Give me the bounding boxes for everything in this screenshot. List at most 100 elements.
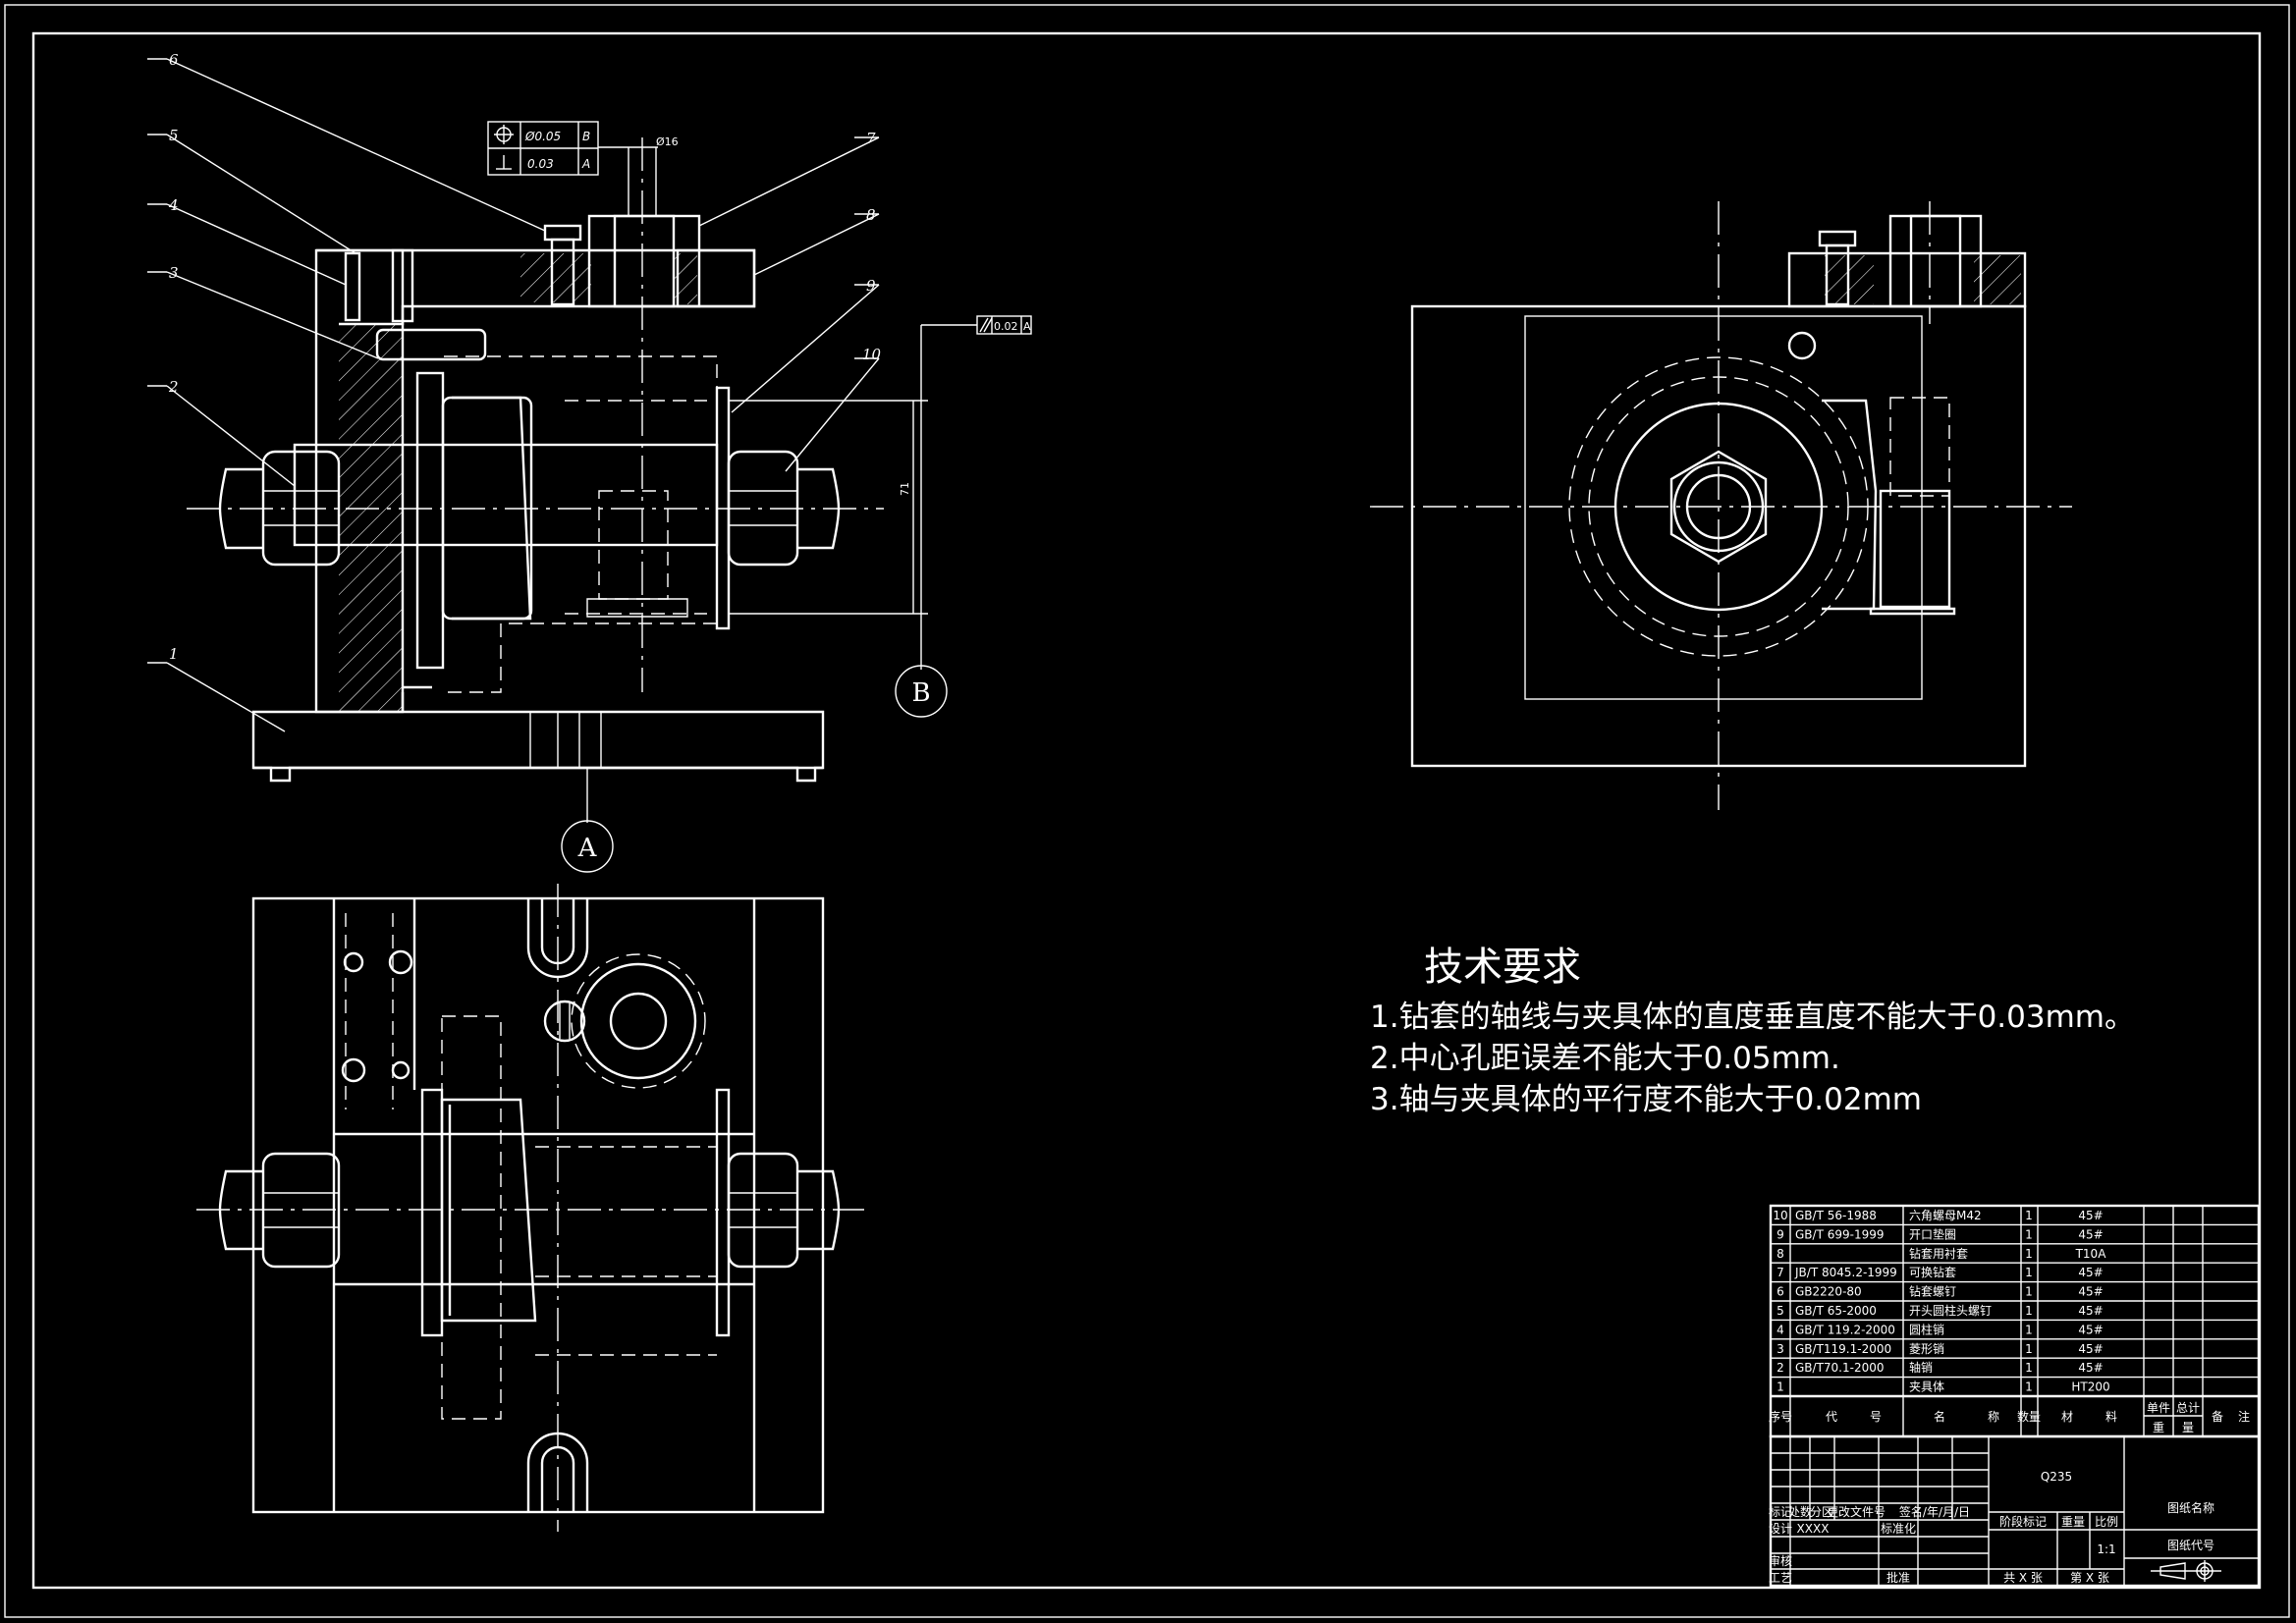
position-tolerance-value: Ø0.05 — [524, 130, 561, 143]
bom-header-qty: 数量 — [2017, 1409, 2041, 1424]
bom-header-remark-2: 注 — [2238, 1409, 2250, 1424]
bom-cell-code: GB2220-80 — [1795, 1285, 1862, 1299]
part-label-2: 2 — [168, 378, 179, 396]
position-tolerance-ref: B — [582, 130, 590, 143]
datum-a: A — [577, 834, 598, 863]
title-review: 审核 — [1769, 1553, 1792, 1568]
title-approve: 批准 — [1886, 1570, 1910, 1585]
bom-cell-code: GB/T 119.2-2000 — [1795, 1323, 1895, 1336]
bom-cell-code: JB/T 8045.2-1999 — [1794, 1266, 1897, 1279]
title-process: 工艺 — [1769, 1571, 1792, 1585]
bom-cell-no: 5 — [1777, 1304, 1784, 1318]
bom-cell-name: 菱形销 — [1909, 1342, 1944, 1356]
top-view — [196, 884, 864, 1532]
bom-cell-no: 1 — [1777, 1380, 1784, 1394]
bom-cell-qty: 1 — [2025, 1266, 2033, 1279]
bom-header-weight-2: 量 — [2182, 1421, 2194, 1434]
tech-req-item-2: 2.中心孔距误差不能大于0.05mm. — [1370, 1041, 1840, 1076]
bom-cell-name: 可换钻套 — [1909, 1265, 1956, 1279]
bom-cell-material: HT200 — [2071, 1380, 2109, 1394]
bom-header-material-1: 材 — [2061, 1410, 2073, 1424]
bom-cell-qty: 1 — [2025, 1209, 2033, 1222]
bom-header-total: 总计 — [2176, 1401, 2200, 1415]
bom-cell-qty: 1 — [2025, 1227, 2033, 1241]
bom-header-code-2: 号 — [1870, 1410, 1882, 1424]
perpendicular-tolerance-value: 0.03 — [527, 157, 554, 171]
part-label-5: 5 — [169, 127, 179, 144]
title-sheet-no: 第 X 张 — [2070, 1571, 2109, 1585]
bom-cell-qty: 1 — [2025, 1247, 2033, 1261]
bom-cell-no: 4 — [1777, 1323, 1784, 1336]
title-scale: 比例 — [2095, 1515, 2118, 1529]
bom-cell-qty: 1 — [2025, 1361, 2033, 1375]
bom-header-name-1: 名 — [1934, 1409, 1945, 1424]
bom-cell-code: GB/T119.1-2000 — [1795, 1342, 1891, 1356]
title-stage-mark: 阶段标记 — [1999, 1514, 2047, 1529]
bom-cell-name: 轴销 — [1909, 1360, 1933, 1375]
title-drawing-code: 图纸代号 — [2167, 1539, 2214, 1552]
bom-cell-name: 开口垫圈 — [1909, 1226, 1956, 1241]
part-label-10: 10 — [862, 346, 882, 363]
perpendicular-tolerance-ref: A — [581, 157, 590, 171]
title-sheets-total: 共 X 张 — [2003, 1571, 2043, 1585]
part-label-7: 7 — [866, 130, 876, 147]
parallel-tolerance-value: 0.02 — [994, 320, 1018, 333]
bom-header-remark-1: 备 — [2212, 1410, 2223, 1424]
title-scale-value: 1:1 — [2097, 1542, 2115, 1556]
bom-cell-name: 圆柱销 — [1909, 1322, 1944, 1336]
part-label-4: 4 — [168, 196, 179, 214]
side-dimension: 71 — [899, 482, 911, 496]
bom-cell-name: 夹具体 — [1909, 1380, 1944, 1394]
title-drawing-name: 图纸名称 — [2167, 1500, 2214, 1515]
part-label-9: 9 — [866, 277, 876, 295]
bom-cell-name: 钻套螺钉 — [1909, 1284, 1956, 1299]
bom-header-material-2: 料 — [2105, 1410, 2117, 1424]
bom-cell-qty: 1 — [2025, 1380, 2033, 1394]
bom-cell-material: 45# — [2078, 1342, 2103, 1356]
bom-header-unit: 单件 — [2147, 1401, 2170, 1415]
title-mark: 标记 — [1769, 1505, 1792, 1519]
part-label-1: 1 — [169, 645, 179, 663]
title-block: Q235 图纸名称 图纸代号 标记 处数 分区 更改文件号 签名/年/月/日 设… — [1769, 1434, 2261, 1588]
parallel-tolerance-ref: A — [1023, 320, 1031, 333]
bom-header-no: 序号 — [1769, 1409, 1792, 1424]
title-zone: 分区 — [1810, 1505, 1833, 1519]
bom-cell-qty: 1 — [2025, 1304, 2033, 1318]
bom-cell-no: 10 — [1773, 1209, 1787, 1222]
bom-cell-code: GB/T 56-1988 — [1795, 1209, 1877, 1222]
bom-cell-qty: 1 — [2025, 1285, 2033, 1299]
bom-cell-code: GB/T 65-2000 — [1795, 1304, 1877, 1318]
title-material: Q235 — [2041, 1470, 2072, 1484]
bom-cell-code: GB/T70.1-2000 — [1795, 1361, 1885, 1375]
side-view — [1370, 201, 2072, 810]
tech-req-item-1: 1.钻套的轴线与夹具体的直度垂直度不能大于0.03mm。 — [1370, 1000, 2135, 1035]
bom-cell-code: GB/T 699-1999 — [1795, 1227, 1885, 1241]
sheet-border-outer — [4, 4, 2290, 1618]
title-sign-date: 签名/年/月/日 — [1899, 1504, 1970, 1519]
part-label-6: 6 — [169, 51, 179, 69]
tech-req-title: 技术要求 — [1424, 945, 1581, 990]
title-count: 处数 — [1788, 1504, 1812, 1519]
hatched-section — [339, 324, 403, 712]
projection-symbol-icon — [2151, 1560, 2221, 1582]
part-label-8: 8 — [866, 206, 876, 224]
title-change-doc: 更改文件号 — [1827, 1504, 1886, 1519]
bom-cell-qty: 1 — [2025, 1323, 2033, 1336]
bom-cell-material: 45# — [2078, 1323, 2103, 1336]
tech-req-item-3: 3.轴与夹具体的平行度不能大于0.02mm — [1370, 1082, 1922, 1117]
bom-header-code-1: 代 — [1826, 1410, 1837, 1424]
bom-header-name-2: 称 — [1988, 1410, 1999, 1424]
bom-cell-material: 45# — [2078, 1209, 2103, 1222]
title-weight: 重量 — [2061, 1515, 2085, 1529]
title-design: 设计 — [1769, 1522, 1792, 1536]
sheet-border-inner — [31, 31, 2262, 1590]
bush-hatch — [674, 253, 697, 304]
title-designer: XXXX — [1797, 1522, 1830, 1536]
bom-cell-material: T10A — [2075, 1247, 2107, 1261]
bom-cell-material: 45# — [2078, 1227, 2103, 1241]
bom-cell-qty: 1 — [2025, 1342, 2033, 1356]
bom-cell-no: 2 — [1777, 1361, 1784, 1375]
bom-cell-name: 开头圆柱头螺钉 — [1909, 1303, 1992, 1318]
